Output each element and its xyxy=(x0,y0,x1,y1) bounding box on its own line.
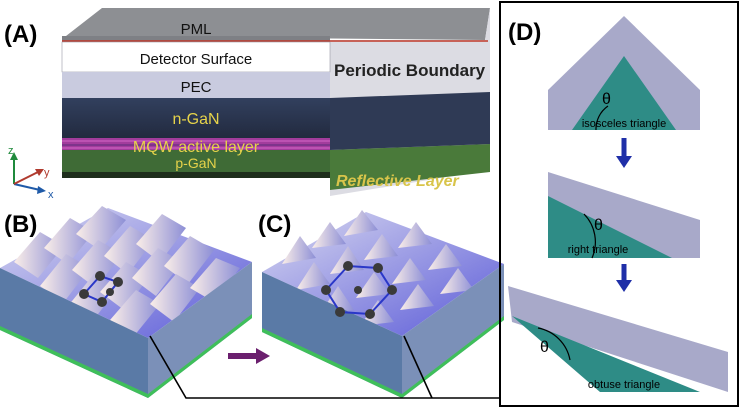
c-lattice xyxy=(321,261,397,319)
c-lattice-atom xyxy=(335,307,345,317)
obtuse-triangle-angle-arc xyxy=(537,327,571,361)
c-lattice-atom xyxy=(343,261,353,271)
obtuse-triangle-label: obtuse triangle xyxy=(588,379,660,391)
c-pyramid xyxy=(364,234,398,260)
b-lattice-atom xyxy=(79,289,89,299)
b-ridge xyxy=(164,236,214,284)
reflective-face xyxy=(330,144,490,190)
y-axis-arrow xyxy=(35,169,44,176)
panel-a-label: (A) xyxy=(4,21,37,48)
b-lattice-atom xyxy=(106,288,114,296)
b-to-c-arrow xyxy=(228,348,270,364)
panel-b: (B) xyxy=(0,206,252,398)
b-ridges xyxy=(14,206,240,336)
b-ridge xyxy=(136,214,186,262)
pec-label: PEC xyxy=(181,79,212,96)
c-lattice-atom xyxy=(373,263,383,273)
c-pyramid xyxy=(440,268,474,294)
callout-line-b xyxy=(149,335,500,399)
obtuse-triangle-outer xyxy=(508,286,728,392)
d-arrow-1-head xyxy=(616,156,632,168)
pec-layer xyxy=(62,72,330,98)
panel-d: (D) θ isosceles triangle θ right triangl… xyxy=(499,1,739,407)
isosceles-label: isosceles triangle xyxy=(582,118,666,130)
c-pyramid xyxy=(296,262,330,290)
isosceles-theta: θ xyxy=(602,91,611,108)
reflective-layer-label: Reflective Layer xyxy=(336,173,460,190)
b-lattice-atom xyxy=(97,297,107,307)
pgan-layer xyxy=(62,150,330,172)
bottom-layer xyxy=(62,172,330,178)
b-ridge xyxy=(110,290,160,336)
right-triangle-label: right triangle xyxy=(568,244,629,256)
isosceles-angle-arc xyxy=(595,105,609,131)
c-lattice-atom xyxy=(321,285,331,295)
callout-line-c xyxy=(403,335,433,399)
ngan-label: n-GaN xyxy=(172,111,219,128)
panel-d-label: (D) xyxy=(508,19,541,46)
x-axis-label: x xyxy=(48,189,54,201)
pml-top-face xyxy=(66,8,490,40)
z-axis-arrow xyxy=(10,152,18,160)
b-ridge xyxy=(150,274,200,322)
y-axis-line xyxy=(13,171,39,185)
b-lattice xyxy=(79,271,123,307)
x-axis-arrow xyxy=(37,186,46,194)
x-axis-line xyxy=(13,183,41,191)
panel-d-frame xyxy=(499,1,739,407)
c-pyramid xyxy=(356,272,390,298)
c-pyramid xyxy=(400,284,434,310)
isosceles-inner xyxy=(572,56,676,130)
z-axis-label: z xyxy=(8,145,14,157)
c-reflective-edge xyxy=(262,316,504,398)
b-ridge xyxy=(76,206,126,250)
panel-a: (A) PML Detector Surface PEC n-GaN MQW a… xyxy=(4,8,490,201)
y-axis-label: y xyxy=(44,167,50,179)
pml-front-layer xyxy=(62,36,330,42)
right-triangle-angle-arc xyxy=(583,213,596,259)
b-reflective-edge xyxy=(0,314,252,398)
right-triangle-theta: θ xyxy=(594,217,603,234)
c-pyramid xyxy=(428,244,462,270)
b-lattice-atom xyxy=(95,271,105,281)
periodic-boundary-label: Periodic Boundary xyxy=(334,61,486,80)
detector-label: Detector Surface xyxy=(140,51,253,68)
b-to-c-arrow-head xyxy=(256,348,270,364)
pml-label: PML xyxy=(181,21,212,38)
panel-c-label: (C) xyxy=(258,211,291,238)
b-right-face xyxy=(148,262,252,398)
panel-b-label: (B) xyxy=(4,211,37,238)
c-pyramid xyxy=(398,222,432,248)
c-pyramid xyxy=(392,258,426,284)
b-ridge xyxy=(190,258,240,302)
obtuse-triangle-theta: θ xyxy=(540,339,549,356)
c-left-face xyxy=(262,272,402,398)
ngan-right-face xyxy=(330,92,490,150)
mqw-label: MQW active layer xyxy=(133,139,260,156)
right-triangle-inner xyxy=(548,196,672,258)
d-arrow-2-head xyxy=(616,280,632,292)
c-lattice-atom xyxy=(354,286,362,294)
b-lattice-atom xyxy=(113,277,123,287)
c-pyramid xyxy=(282,236,316,264)
obtuse-triangle-shape: θ obtuse triangle xyxy=(508,286,728,392)
c-lattice-atom xyxy=(365,309,375,319)
right-triangle-shape: θ right triangle xyxy=(548,172,700,259)
obtuse-triangle-inner xyxy=(512,316,700,392)
c-pyramid xyxy=(312,222,346,248)
pgan-label: p-GaN xyxy=(175,155,216,171)
c-right-face xyxy=(402,264,504,398)
b-left-face xyxy=(0,268,148,398)
isosceles-shape: θ isosceles triangle xyxy=(548,16,700,131)
c-pyramid xyxy=(344,210,378,236)
c-lattice-atom xyxy=(387,285,397,295)
axis-triad: z y x xyxy=(8,145,54,201)
c-pyramid xyxy=(360,300,394,326)
detector-layer xyxy=(61,41,331,73)
ngan-layer xyxy=(62,98,330,138)
c-pyramids xyxy=(282,210,474,326)
panel-c: (C) xyxy=(258,210,504,398)
